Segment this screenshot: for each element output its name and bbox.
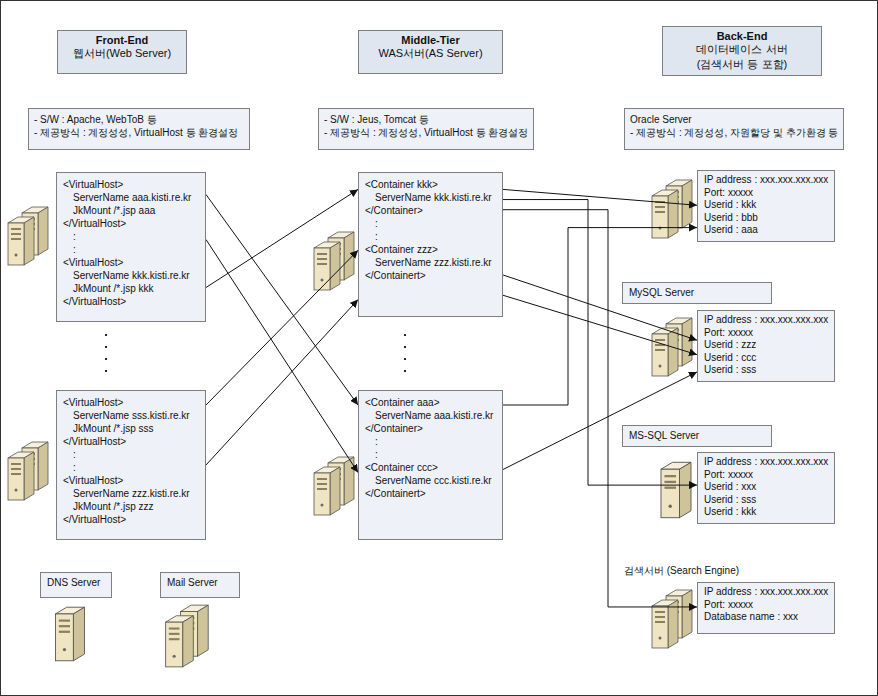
box-text: </VirtualHost> xyxy=(63,435,199,448)
box-text: <Container kkk> xyxy=(365,178,496,191)
box-text: : xyxy=(365,230,496,243)
box-text: Userid : zzz xyxy=(704,339,828,352)
box-text: - 제공방식 : 계정성성, VirtualHost 등 환경설정 xyxy=(34,126,244,139)
connector-arrow xyxy=(503,189,697,205)
box-text: </Container> xyxy=(365,204,496,217)
box-text: 데이터베이스 서버 xyxy=(669,42,815,57)
connector-arrow xyxy=(206,189,358,287)
box-text: - S/W : Apache, WebToB 등 xyxy=(34,113,244,126)
box-text: DNS Server xyxy=(47,577,105,588)
box-text: (검색서버 등 포함) xyxy=(669,57,815,72)
box-text: </VirtualHost> xyxy=(63,513,199,526)
box-text: </VirtualHost> xyxy=(63,295,199,308)
box-text: Userid : kkk xyxy=(704,199,828,212)
box-text: JkMount /*.jsp aaa xyxy=(63,204,199,217)
box-text: <VirtualHost> xyxy=(63,474,199,487)
config-box: <Container aaa>ServerName aaa.kisti.re.k… xyxy=(358,390,503,540)
box-text: Front-End xyxy=(64,34,180,46)
box-text: - S/W : Jeus, Tomcat 등 xyxy=(324,113,528,126)
box-text: JkMount /*.jsp kkk xyxy=(63,282,199,295)
box-text: </Containert> xyxy=(365,269,496,282)
box-text: ServerName zzz.kisti.re.kr xyxy=(365,256,496,269)
box-text: Userid : kkk xyxy=(704,506,828,519)
server-label: MS-SQL Server xyxy=(622,425,772,447)
connector-arrow xyxy=(503,372,697,470)
box-text: ServerName aaa.kisti.re.kr xyxy=(365,409,496,422)
section-label: 검색서버 (Search Engine) xyxy=(622,564,741,578)
box-text: ServerName zzz.kisti.re.kr xyxy=(63,487,199,500)
box-text: ServerName kkk.kisti.re.kr xyxy=(63,269,199,282)
box-text: Port: xxxxx xyxy=(704,327,828,340)
box-text: : xyxy=(63,230,199,243)
box-text: <Container aaa> xyxy=(365,396,496,409)
box-text: : xyxy=(365,448,496,461)
tier-header: Back-End데이터베이스 서버(검색서버 등 포함) xyxy=(662,26,822,76)
box-text: Oracle Server xyxy=(630,113,838,126)
box-text: : xyxy=(63,448,199,461)
box-text: Userid : aaa xyxy=(704,224,828,237)
config-box: <Container kkk>ServerName kkk.kisti.re.k… xyxy=(358,172,503,317)
connector-arrow xyxy=(206,240,358,473)
box-text: </Container> xyxy=(365,422,496,435)
box-text: ServerName ccc.kisti.re.kr xyxy=(365,474,496,487)
server-detail: IP address : xxx.xxx.xxx.xxxPort: xxxxxU… xyxy=(697,452,835,524)
box-text: JkMount /*.jsp sss xyxy=(63,422,199,435)
config-box: <VirtualHost>ServerName sss.kisti.re.krJ… xyxy=(56,390,206,540)
server-label: MySQL Server xyxy=(622,282,772,304)
box-text: <VirtualHost> xyxy=(63,256,199,269)
box-text: Userid : sss xyxy=(704,494,828,507)
info-box: - S/W : Jeus, Tomcat 등- 제공방식 : 계정성성, Vir… xyxy=(318,108,534,150)
connector-arrow xyxy=(206,300,358,465)
box-text: Mail Server xyxy=(167,577,233,588)
box-text: - 제공방식 : 계정성성, 자원할당 및 추가환경 등 xyxy=(630,126,838,139)
tier-header: Front-End웹서버(Web Server) xyxy=(57,30,187,74)
config-box: <VirtualHost>ServerName aaa.kisti.re.krJ… xyxy=(56,172,206,322)
box-text: MySQL Server xyxy=(629,287,765,298)
server-detail: IP address : xxx.xxx.xxx.xxxPort: xxxxxU… xyxy=(697,310,835,382)
box-text: Userid : sss xyxy=(704,364,828,377)
box-text: <VirtualHost> xyxy=(63,396,199,409)
server-label: DNS Server xyxy=(40,572,112,598)
server-label: Mail Server xyxy=(160,572,240,598)
box-text: ServerName aaa.kisti.re.kr xyxy=(63,191,199,204)
connector-arrow xyxy=(206,195,358,406)
box-text: - 제공방식 : 계정성성, VirtualHost 등 환경설정 xyxy=(324,126,528,139)
server-detail: IP address : xxx.xxx.xxx.xxxPort: xxxxxU… xyxy=(697,170,835,242)
box-text: ServerName kkk.kisti.re.kr xyxy=(365,191,496,204)
box-text: ServerName sss.kisti.re.kr xyxy=(63,409,199,422)
box-text: IP address : xxx.xxx.xxx.xxx xyxy=(704,174,828,187)
box-text: <Container zzz> xyxy=(365,243,496,256)
box-text: Port: xxxxx xyxy=(704,469,828,482)
box-text: 웹서버(Web Server) xyxy=(64,46,180,61)
box-text: IP address : xxx.xxx.xxx.xxx xyxy=(704,314,828,327)
box-text: Database name : xxx xyxy=(704,611,828,624)
box-text: Port: xxxxx xyxy=(704,599,828,612)
box-text: MS-SQL Server xyxy=(629,430,765,441)
connector-arrow xyxy=(503,228,697,405)
box-text: JkMount /*.jsp zzz xyxy=(63,500,199,513)
info-box: Oracle Server- 제공방식 : 계정성성, 자원할당 및 추가환경 … xyxy=(624,108,844,150)
box-text: IP address : xxx.xxx.xxx.xxx xyxy=(704,586,828,599)
box-text: : xyxy=(63,461,199,474)
box-text: <Container ccc> xyxy=(365,461,496,474)
box-text: : xyxy=(365,217,496,230)
box-text: <VirtualHost> xyxy=(63,178,199,191)
box-text: : xyxy=(365,435,496,448)
box-text: </VirtualHost> xyxy=(63,217,199,230)
box-text: Userid : ccc xyxy=(704,352,828,365)
server-detail: IP address : xxx.xxx.xxx.xxxPort: xxxxxD… xyxy=(697,582,835,634)
box-text: IP address : xxx.xxx.xxx.xxx xyxy=(704,456,828,469)
box-text: Port: xxxxx xyxy=(704,187,828,200)
box-text: Middle-Tier xyxy=(365,34,496,46)
connector-arrow xyxy=(503,210,697,607)
box-text: WAS서버(AS Server) xyxy=(365,46,496,61)
box-text: Userid : bbb xyxy=(704,212,828,225)
tier-header: Middle-TierWAS서버(AS Server) xyxy=(358,30,503,74)
box-text: Userid : xxx xyxy=(704,481,828,494)
info-box: - S/W : Apache, WebToB 등- 제공방식 : 계정성성, V… xyxy=(28,108,250,150)
box-text: : xyxy=(63,243,199,256)
connector-arrow xyxy=(503,295,697,354)
box-text: </Containert> xyxy=(365,487,496,500)
box-text: Back-End xyxy=(669,30,815,42)
